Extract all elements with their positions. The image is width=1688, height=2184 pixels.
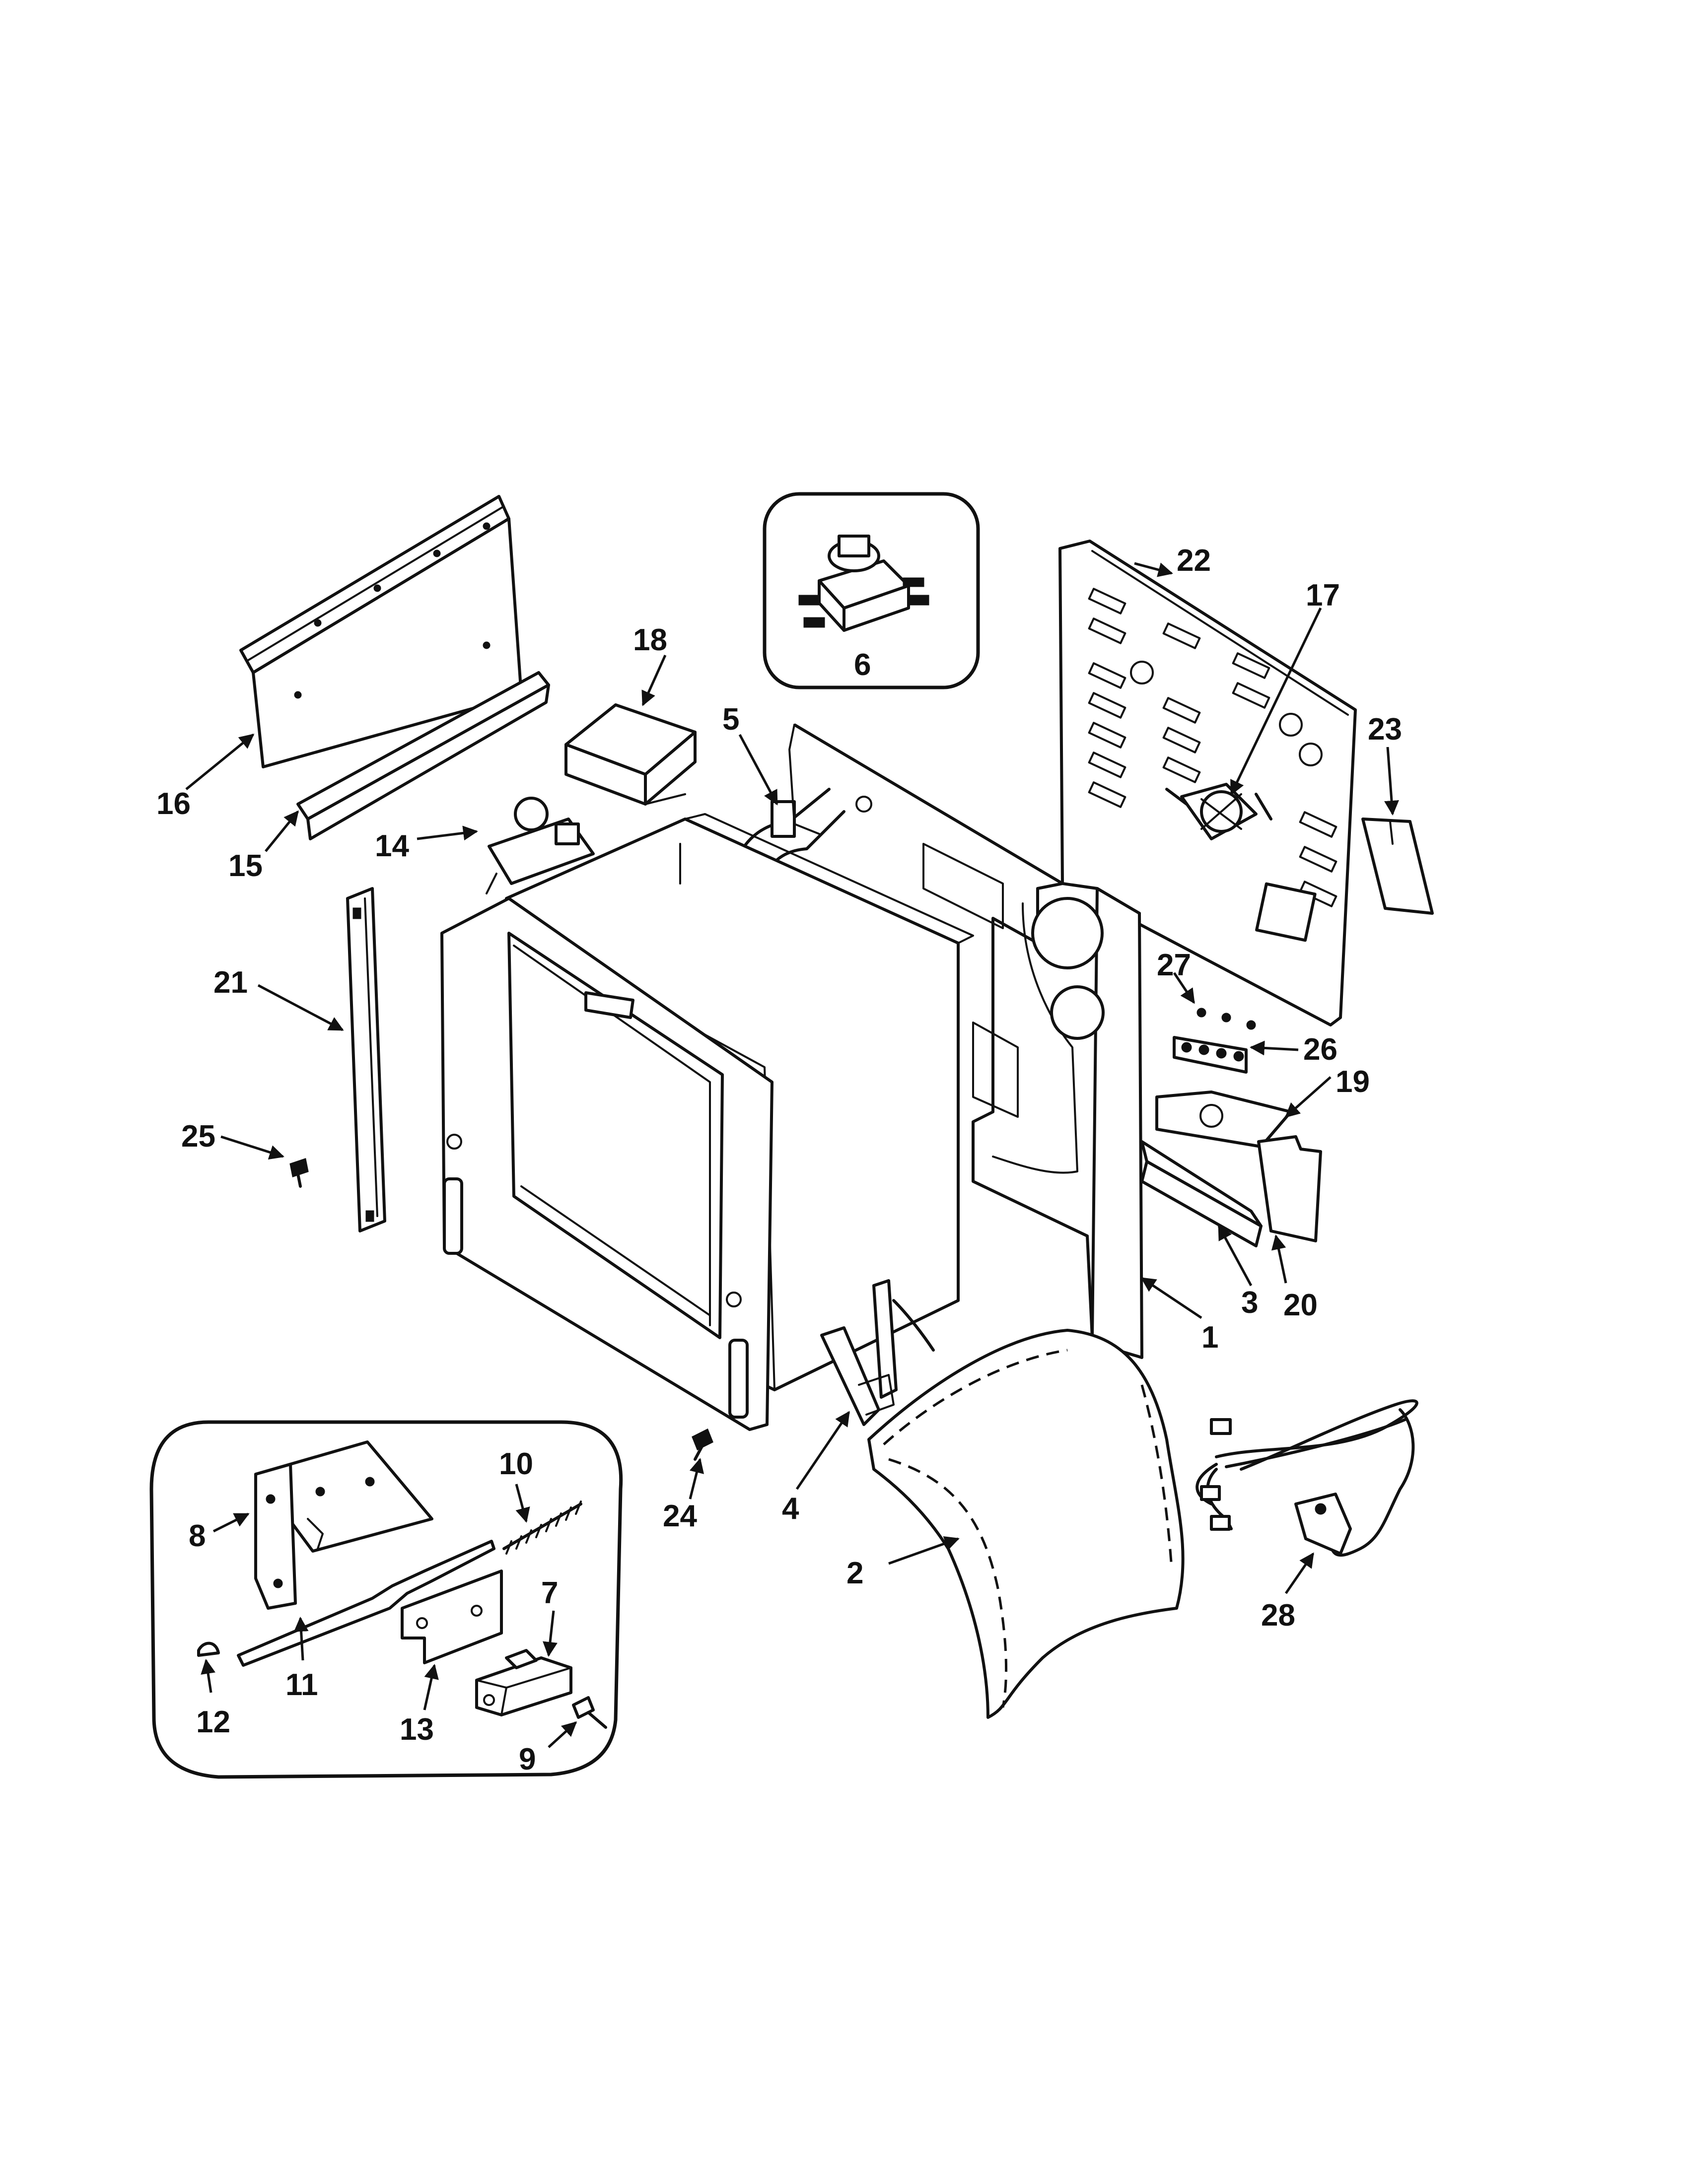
part-23-cover-plate [1361, 818, 1434, 915]
thermostat-inset [763, 492, 980, 689]
callout-25: 25 [181, 1119, 215, 1154]
callout-5: 5 [722, 702, 739, 737]
part-4-hinge [820, 1279, 935, 1426]
part-3-rail [1140, 1140, 1263, 1247]
part-15-trim-rail [296, 671, 550, 840]
callout-labels: 1 2 3 4 5 6 7 8 9 10 11 12 13 14 15 16 1… [156, 544, 1402, 1776]
callout-6: 6 [854, 648, 871, 682]
callout-27: 27 [1157, 948, 1191, 982]
part-1-side-frame [788, 723, 1143, 1359]
callout-11: 11 [285, 1668, 318, 1702]
part-16-top-panel [239, 495, 523, 768]
callout-23: 23 [1368, 712, 1402, 747]
callout-7: 7 [541, 1576, 558, 1610]
callout-3: 3 [1241, 1286, 1258, 1320]
callout-28: 28 [1261, 1598, 1295, 1633]
part-20-shield [1257, 1135, 1322, 1242]
part-21-side-trim [346, 887, 386, 1232]
callout-24: 24 [663, 1499, 697, 1533]
callout-26: 26 [1303, 1032, 1337, 1067]
callout-18: 18 [633, 623, 667, 657]
callout-15: 15 [228, 849, 263, 883]
callout-12: 12 [196, 1705, 230, 1739]
callout-20: 20 [1283, 1288, 1318, 1322]
callout-14: 14 [375, 829, 409, 863]
callout-16: 16 [156, 787, 191, 821]
callout-10: 10 [499, 1447, 533, 1481]
leader-lines [185, 562, 1399, 1748]
part-17-fan-motor [1165, 783, 1272, 840]
callout-8: 8 [189, 1519, 206, 1553]
callout-9: 9 [519, 1742, 536, 1776]
part-22-rear-panel [1058, 540, 1357, 1026]
callout-4: 4 [782, 1492, 799, 1526]
callout-21: 21 [213, 965, 248, 1000]
part-2-insulation [867, 1329, 1185, 1719]
callout-19: 19 [1336, 1065, 1370, 1099]
part-24-screw [692, 1428, 713, 1461]
callout-2: 2 [846, 1556, 863, 1590]
callout-13: 13 [400, 1712, 434, 1747]
part-28-power-cord [1196, 1399, 1418, 1557]
part-14-switch [486, 797, 595, 894]
callout-1: 1 [1201, 1320, 1218, 1355]
callout-17: 17 [1306, 578, 1340, 613]
oven-front-frame [440, 897, 774, 1431]
callout-22: 22 [1177, 544, 1211, 578]
part-25-screw [289, 1158, 309, 1188]
part-19-bracket [1155, 1091, 1292, 1148]
part-18-junction-box [564, 703, 697, 806]
part-27-26-terminal-block [1173, 1008, 1256, 1074]
